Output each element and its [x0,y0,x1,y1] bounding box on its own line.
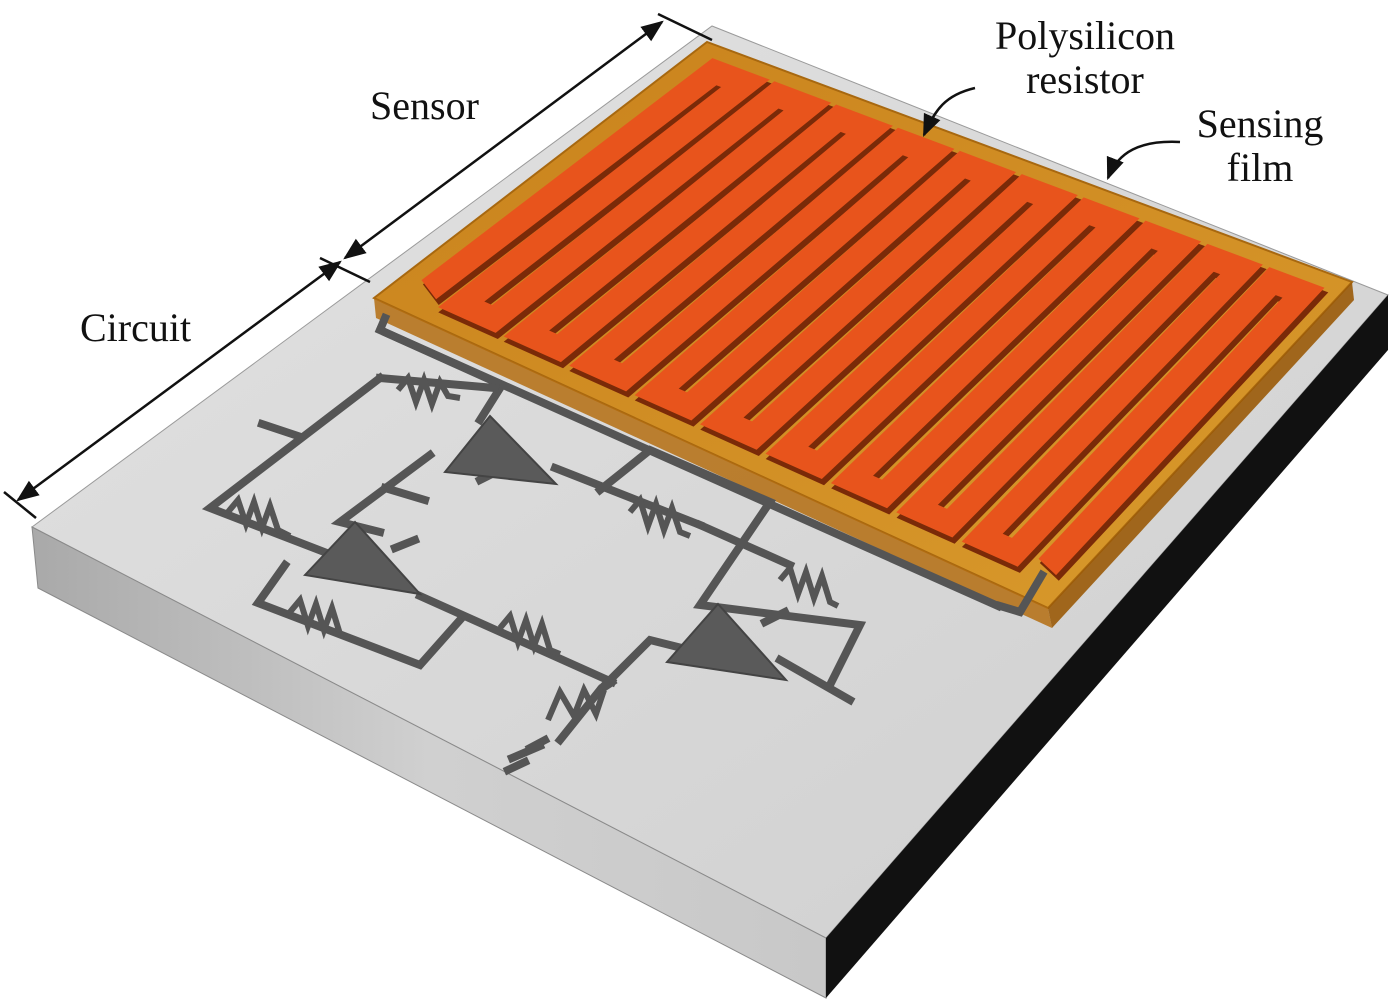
circuit-resistor [225,492,292,539]
circuit-dimension-arrow [16,260,342,502]
trace [554,684,606,746]
circuit-resistor [395,370,461,414]
trace [330,449,436,537]
trace [389,534,421,554]
op-amp-3 [665,602,789,682]
circuit-resistors [225,370,840,723]
trace [597,635,695,694]
sensor-label: Sensor [370,83,479,128]
circuit-resistor [627,493,692,540]
op-amp-1 [443,414,559,486]
sensing-film-label-line2: film [1226,145,1294,190]
trace [502,756,531,776]
polysilicon-label: Polysilicon resistor [980,14,1190,102]
dimension-lines [3,12,713,519]
trace [694,519,796,571]
sensor-dimension-arrow [343,20,664,260]
trace [380,483,430,505]
dimension-tick [3,491,37,519]
circuit [201,312,1048,776]
trace [759,606,791,628]
trace [774,654,856,706]
op-amp-2 [302,520,423,596]
dimension-tick [657,12,713,42]
sensing-film-leader [1106,140,1181,181]
polysilicon-resistor [421,58,1329,581]
circuit-resistor [287,593,352,641]
polysilicon-label-line2: resistor [1026,57,1144,102]
circuit-resistor [545,682,607,723]
sensing-film-label-line1: Sensing [1196,101,1324,146]
circuit-label: Circuit [80,305,192,350]
resistor-trace [421,58,1325,576]
leader-lines [922,86,1181,181]
substrate-side-face [826,295,1388,998]
trace [594,445,867,691]
polysilicon-label-line1: Polysilicon [994,13,1176,58]
dimension-tick [319,256,371,284]
circuit-resistor [777,561,840,609]
polysilicon-leader [922,86,976,138]
sensor-lead-right [995,569,1048,617]
circuit-resistor [497,609,562,657]
op-amps [302,414,789,682]
trace [506,740,546,764]
sensing-film-label: Sensing film [1180,102,1340,190]
